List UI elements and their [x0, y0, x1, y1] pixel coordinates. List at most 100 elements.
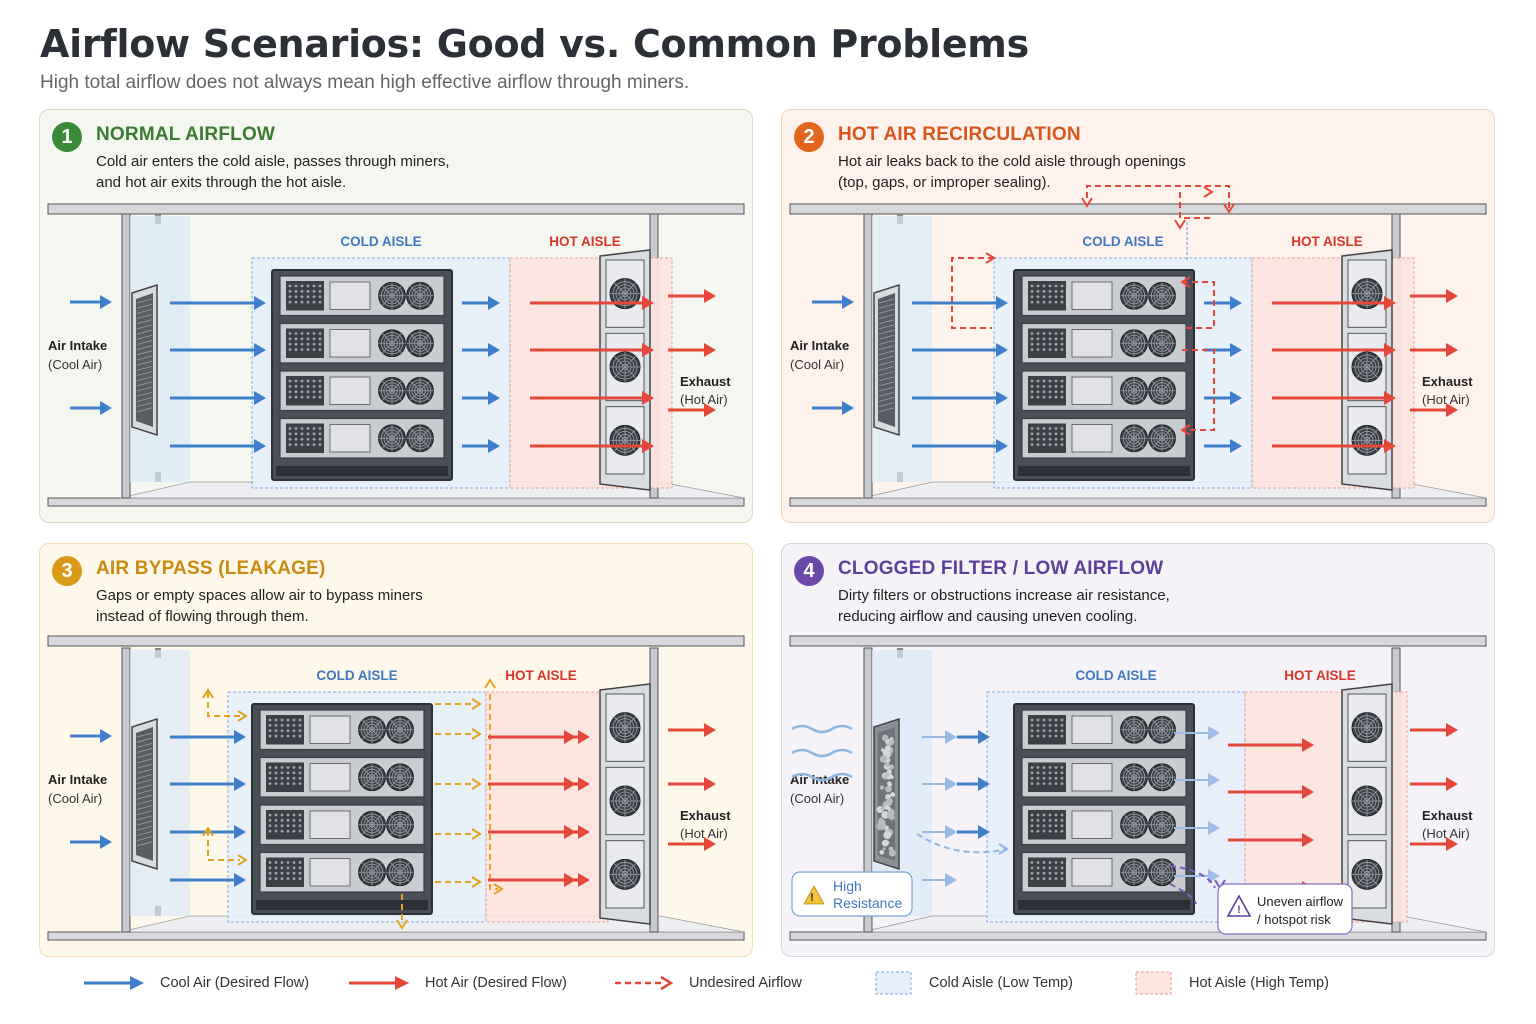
mesh-hole: [299, 729, 302, 732]
mesh-hole: [287, 872, 290, 875]
mesh-hole: [319, 295, 322, 298]
mesh-hole: [301, 438, 304, 441]
miner-control-panel: [310, 859, 350, 887]
mesh-hole: [1043, 396, 1046, 399]
mesh-hole: [1031, 824, 1034, 827]
undesired-arrow-head: [1204, 187, 1212, 197]
mesh-hole: [299, 777, 302, 780]
mesh-hole: [281, 824, 284, 827]
hot-air-label: (Hot Air): [680, 392, 728, 407]
floor-beam: [790, 932, 1486, 940]
mesh-hole: [281, 771, 284, 774]
mesh-hole: [1049, 782, 1052, 785]
legend-item-cool-air: Cool Air (Desired Flow): [82, 966, 309, 1000]
mesh-hole: [319, 301, 322, 304]
mesh-hole: [313, 295, 316, 298]
mesh-hole: [275, 824, 278, 827]
mesh-hole: [1061, 819, 1064, 822]
mesh-hole: [1055, 348, 1058, 351]
mesh-hole: [1037, 295, 1040, 298]
mesh-hole: [269, 724, 272, 727]
mesh-hole: [1043, 380, 1046, 383]
mesh-hole: [1049, 380, 1052, 383]
arrow-head: [842, 295, 854, 309]
miner-control-panel: [1072, 425, 1112, 453]
mesh-hole: [1049, 866, 1052, 869]
cool-air-label: (Cool Air): [48, 357, 102, 372]
mesh-hole: [281, 782, 284, 785]
mesh-hole: [1031, 719, 1034, 722]
mesh-hole: [287, 735, 290, 738]
mesh-hole: [301, 432, 304, 435]
mesh-hole: [1055, 438, 1058, 441]
mesh-hole: [269, 782, 272, 785]
mesh-hole: [1061, 390, 1064, 393]
mesh-hole: [1061, 861, 1064, 864]
mesh-hole: [269, 861, 272, 864]
dust-particle: [883, 803, 886, 806]
cool-arrow-icon: [82, 973, 146, 993]
mesh-hole: [287, 824, 290, 827]
mesh-hole: [293, 782, 296, 785]
mesh-hole: [1055, 343, 1058, 346]
mesh-hole: [269, 814, 272, 817]
mesh-hole: [299, 724, 302, 727]
mesh-hole: [295, 285, 298, 288]
mesh-hole: [1037, 719, 1040, 722]
mesh-hole: [269, 866, 272, 869]
panel-clogged-filter: 4 CLOGGED FILTER / LOW AIRFLOW Dirty fil…: [781, 543, 1495, 957]
cool-air-label: (Cool Air): [48, 791, 102, 806]
dust-particle: [876, 823, 883, 830]
left-post: [122, 214, 130, 498]
mesh-hole: [1055, 771, 1058, 774]
uneven-airflow-label-2: / hotspot risk: [1257, 912, 1331, 927]
mesh-hole: [1037, 819, 1040, 822]
undesired-arrow-head: [485, 680, 495, 688]
mesh-hole: [293, 777, 296, 780]
right-post: [650, 648, 658, 932]
mesh-hole: [1061, 396, 1064, 399]
mesh-hole: [269, 872, 272, 875]
miner-intake-mesh: [286, 376, 324, 406]
mesh-hole: [1031, 343, 1034, 346]
arrow-head: [945, 730, 957, 744]
mesh-hole: [1049, 877, 1052, 880]
hot-air-label: (Hot Air): [1422, 392, 1470, 407]
mesh-hole: [299, 872, 302, 875]
miner-intake-mesh: [286, 281, 324, 311]
mesh-hole: [1055, 877, 1058, 880]
arrow-head: [945, 873, 957, 887]
mesh-hole: [307, 337, 310, 340]
miner-intake-mesh: [1028, 281, 1066, 311]
mesh-hole: [1049, 301, 1052, 304]
mesh-hole: [1061, 443, 1064, 446]
mesh-hole: [301, 348, 304, 351]
mesh-hole: [301, 427, 304, 430]
arrow-head: [100, 835, 112, 849]
mesh-hole: [287, 861, 290, 864]
mesh-hole: [293, 819, 296, 822]
mesh-hole: [281, 814, 284, 817]
mesh-hole: [295, 396, 298, 399]
mesh-hole: [313, 438, 316, 441]
air-intake-label: Air Intake: [48, 338, 107, 353]
ceiling-beam: [48, 636, 744, 646]
mesh-hole: [313, 348, 316, 351]
mesh-hole: [1031, 290, 1034, 293]
miner-intake-mesh: [266, 715, 304, 745]
mesh-hole: [1037, 724, 1040, 727]
mesh-hole: [1031, 301, 1034, 304]
mesh-hole: [1061, 432, 1064, 435]
mesh-hole: [1037, 814, 1040, 817]
mesh-hole: [319, 285, 322, 288]
mesh-hole: [269, 729, 272, 732]
mesh-hole: [1049, 438, 1052, 441]
mesh-hole: [1049, 830, 1052, 833]
exhaust-label: Exhaust: [680, 808, 731, 823]
mesh-hole: [299, 819, 302, 822]
mesh-hole: [1031, 777, 1034, 780]
dust-particle: [883, 847, 886, 850]
mesh-hole: [301, 385, 304, 388]
miner-control-panel: [330, 330, 370, 358]
mesh-hole: [293, 729, 296, 732]
